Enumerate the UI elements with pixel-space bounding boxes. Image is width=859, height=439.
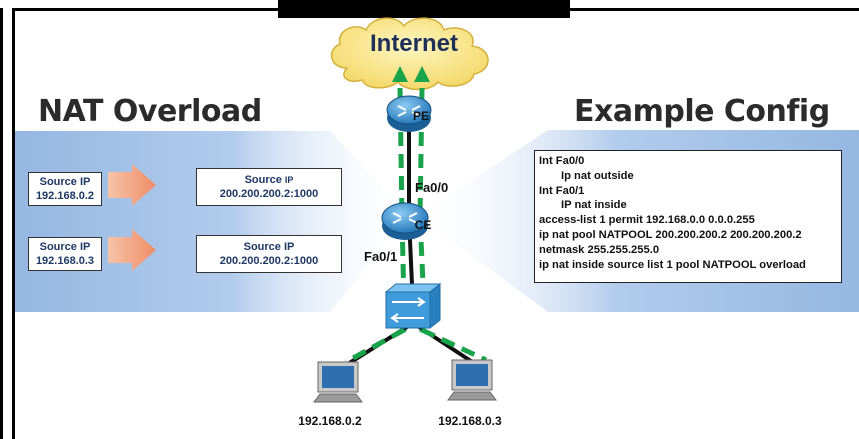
outside-source-label: Source IP	[243, 241, 295, 253]
frame-inner-border	[12, 8, 15, 439]
config-line: netmask 255.255.255.0	[539, 243, 660, 256]
top-tab	[278, 0, 570, 18]
ce-router-label: CE	[415, 218, 432, 232]
config-line: access-list 1 permit 192.168.0.0 0.0.0.2…	[539, 214, 755, 227]
config-line: ip nat pool NATPOOL 200.200.200.2 200.20…	[539, 228, 802, 241]
pe-router-label: PE	[413, 109, 429, 123]
interface-label-fa0-0: Fa0/0	[415, 180, 448, 195]
arrow-up-icon	[392, 66, 430, 82]
config-line: ip nat inside source list 1 pool NATPOOL…	[539, 258, 806, 271]
host-ip-label: 192.168.0.3	[438, 414, 502, 428]
inside-source-label: Source IP	[39, 176, 91, 188]
inside-source-label: Source IP	[39, 241, 91, 253]
inside-source-box: Source IP 192.168.0.2	[28, 172, 102, 206]
inside-source-ip: 192.168.0.3	[35, 255, 95, 267]
cloud-icon	[330, 17, 489, 91]
nat-translation-arrow	[108, 164, 156, 206]
frame-left-border	[0, 8, 3, 439]
config-line: IP nat inside	[561, 199, 627, 212]
host-ip-label: 192.168.0.2	[298, 414, 362, 428]
switch-icon	[384, 282, 442, 330]
inside-source-ip: 192.168.0.2	[35, 190, 95, 202]
config-line: Int Fa0/0	[539, 155, 585, 167]
example-config-heading: Example Config	[574, 94, 830, 129]
outside-source-label: Source IP	[244, 174, 294, 186]
outside-source-ip: 200.200.200.2:1000	[219, 255, 319, 267]
router-icon	[386, 95, 432, 132]
nat-overload-heading: NAT Overload	[38, 94, 262, 129]
router-icon	[381, 202, 429, 240]
config-line: Int Fa0/1	[539, 184, 585, 197]
left-band	[15, 131, 410, 312]
desktop-computer-icon	[313, 361, 363, 403]
inside-source-box: Source IP 192.168.0.3	[28, 237, 102, 271]
config-box: Int Fa0/0 Ip nat outside Int Fa0/1 IP na…	[534, 150, 842, 283]
outside-source-box: Source IP 200.200.200.2:1000	[196, 235, 342, 273]
outside-source-box: Source IP 200.200.200.2:1000	[196, 168, 342, 206]
nat-translation-arrow	[108, 229, 156, 271]
traffic-path	[344, 87, 488, 365]
outside-source-ip: 200.200.200.2:1000	[219, 188, 319, 200]
cloud-label: Internet	[370, 30, 458, 57]
interface-label-fa0-1: Fa0/1	[364, 249, 397, 264]
config-line: Ip nat outside	[561, 169, 634, 182]
desktop-computer-icon	[447, 359, 497, 401]
